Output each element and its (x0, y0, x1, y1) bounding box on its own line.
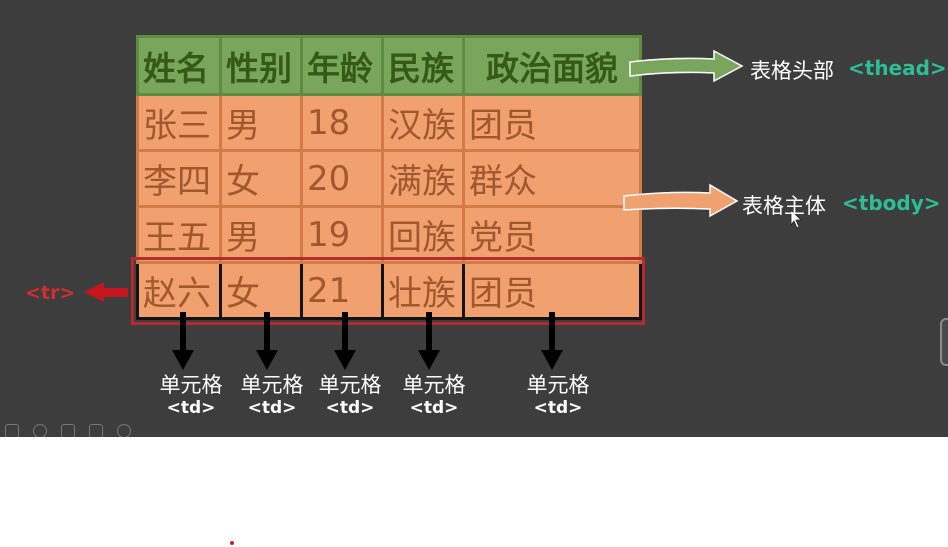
tbody-arrow-icon (623, 183, 739, 218)
table-cell: 女 (219, 149, 303, 208)
notes-icon[interactable] (61, 424, 75, 437)
td-tag: <td> (247, 398, 297, 418)
slide-canvas: 姓名 性别 年龄 民族 政治面貌 张三 男 18 汉族 团员 李四 女 20 满… (0, 0, 948, 437)
highlighted-table-row: 赵六 女 21 壮族 团员 (136, 261, 642, 320)
tbody-label: 表格主体 (742, 194, 826, 218)
table-cell: 团员 (462, 93, 642, 152)
zoom-icon[interactable] (33, 424, 47, 437)
td-arrow-icon (541, 312, 563, 370)
table-cell: 男 (219, 205, 303, 264)
table-cell: 赵六 (136, 261, 222, 320)
mouse-cursor-icon (790, 209, 802, 229)
table-row: 张三 男 18 汉族 团员 (136, 93, 642, 152)
header-cell-ethnicity: 民族 (381, 35, 465, 96)
side-scroll-handle[interactable] (940, 318, 948, 366)
td-arrow-icon (418, 312, 440, 370)
table-row: 王五 男 19 回族 党员 (136, 205, 642, 264)
laser-pointer-dot (230, 541, 234, 545)
td-label-text: 单元格 (318, 373, 382, 397)
table-cell: 壮族 (381, 261, 465, 320)
table-row: 李四 女 20 满族 群众 (136, 149, 642, 208)
td-label-text: 单元格 (526, 373, 590, 397)
table-cell: 李四 (136, 149, 222, 208)
table-head: 姓名 性别 年龄 民族 政治面貌 (136, 35, 642, 96)
td-tag: <td> (409, 398, 459, 418)
td-label-text: 单元格 (159, 373, 223, 397)
tbody-tag: <tbody> (842, 191, 941, 215)
td-label: 单元格 <td> (151, 373, 231, 419)
table-cell: 党员 (462, 205, 642, 264)
tr-tag: <tr> (25, 282, 76, 304)
td-tag: <td> (325, 398, 375, 418)
header-cell-gender: 性别 (219, 35, 303, 96)
table-cell: 21 (300, 261, 384, 320)
td-label: 单元格 <td> (394, 373, 474, 419)
table-cell: 群众 (462, 149, 642, 208)
table-cell: 19 (300, 205, 384, 264)
table-cell: 汉族 (381, 93, 465, 152)
header-cell-name: 姓名 (136, 35, 222, 96)
thead-tag: <thead> (848, 56, 947, 80)
table-cell: 男 (219, 93, 303, 152)
slide-sorter-icon[interactable] (5, 424, 19, 437)
table-cell: 团员 (462, 261, 642, 320)
arrows-layer (84, 49, 802, 370)
td-arrow-icon (172, 312, 194, 370)
td-arrow-icon (256, 312, 278, 370)
td-label: 单元格 <td> (232, 373, 312, 419)
table-cell: 女 (219, 261, 303, 320)
td-label-text: 单元格 (240, 373, 304, 397)
thead-arrow-icon (629, 49, 744, 83)
demo-table: 姓名 性别 年龄 民族 政治面貌 张三 男 18 汉族 团员 李四 女 20 满… (136, 35, 642, 320)
header-row: 姓名 性别 年龄 民族 政治面貌 (136, 35, 642, 96)
td-label: 单元格 <td> (310, 373, 390, 419)
td-tag: <td> (166, 398, 216, 418)
tr-arrow-icon (84, 282, 128, 302)
pen-icon[interactable] (89, 424, 103, 437)
td-arrow-icon (334, 312, 356, 370)
thead-label: 表格头部 (750, 59, 834, 83)
more-icon[interactable] (117, 424, 131, 437)
table-body: 张三 男 18 汉族 团员 李四 女 20 满族 群众 王五 男 19 回族 党… (136, 93, 642, 320)
table-cell: 18 (300, 93, 384, 152)
table-cell: 王五 (136, 205, 222, 264)
td-tag: <td> (533, 398, 583, 418)
table-cell: 张三 (136, 93, 222, 152)
table-cell: 回族 (381, 205, 465, 264)
td-label-text: 单元格 (402, 373, 466, 397)
td-label: 单元格 <td> (518, 373, 598, 419)
header-cell-age: 年龄 (300, 35, 384, 96)
table-cell: 20 (300, 149, 384, 208)
table-cell: 满族 (381, 149, 465, 208)
